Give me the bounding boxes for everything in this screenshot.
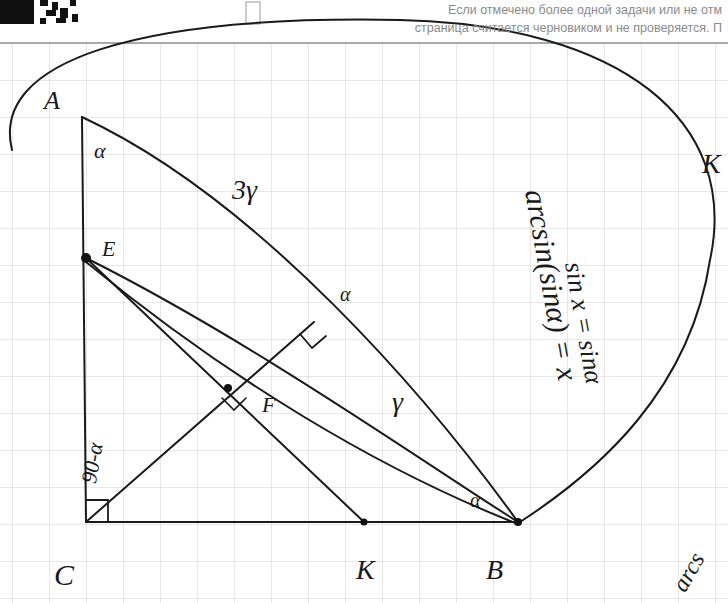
angle-label: α [340, 284, 351, 304]
point-label: K [702, 150, 721, 178]
header-note: страница считается черновиком и не прове… [415, 22, 722, 35]
point-label: A [44, 88, 60, 114]
point-label: K [356, 556, 375, 584]
point-label: E [102, 238, 115, 260]
point-label: C [54, 560, 74, 590]
point-label: B [486, 556, 503, 584]
side-label: γ [392, 388, 403, 416]
angle-label: α [94, 140, 106, 162]
point-label: F [262, 394, 275, 416]
header-note: Если отмечено более одной задачи или не … [448, 4, 722, 17]
side-label: 3γ [232, 176, 257, 204]
angle-label: α [470, 490, 481, 510]
